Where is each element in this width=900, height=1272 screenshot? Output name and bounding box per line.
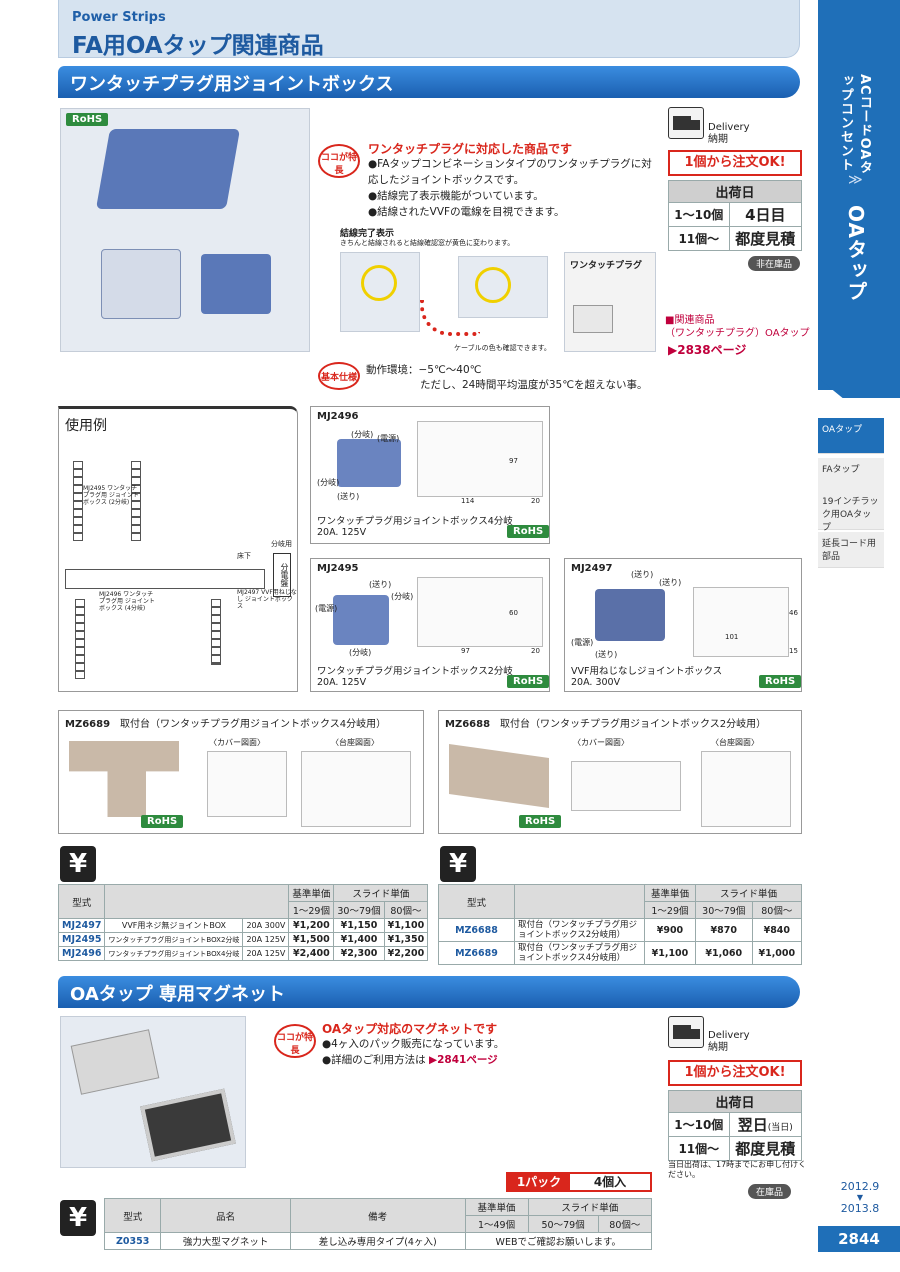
sidebar-section-label: OAタップ <box>844 205 868 302</box>
spec-line-2: ただし、24時間平均温度が35℃を超えない事。 <box>420 379 648 391</box>
product-image <box>595 589 665 641</box>
product-image <box>333 595 389 645</box>
callout-title: 結線完了表示 <box>340 229 395 239</box>
related-page-link[interactable]: ▶2838ページ <box>668 343 747 357</box>
feature-headline: ワンタッチプラグに対応した商品です <box>368 142 573 156</box>
catalog-dates: 2012.9▼2013.8 <box>840 1180 880 1215</box>
detail-photo-1 <box>340 252 420 332</box>
sidebar <box>818 0 900 390</box>
base-drawing <box>701 751 791 827</box>
feature-badge: ココが特長 <box>318 144 360 178</box>
shipping-table-magnet: 出荷日 1〜10個翌日(当日) 11個〜都度見積 <box>668 1090 803 1161</box>
order-ok-badge: 1個から注文OK! <box>668 150 802 176</box>
callout-text: きちんと結線されると結線確認窓が黄色に変わります。 <box>340 239 515 247</box>
truck-icon <box>668 107 704 139</box>
feature-list: ●FAタップコンビネーションタイプのワンタッチプラグに対応したジョイントボックス… <box>368 158 652 218</box>
cover-drawing <box>207 751 287 817</box>
product-card-mj2497: MJ2497 (送り) (送り) (電源) (送り) 101 46 15 VVF… <box>564 558 802 692</box>
product-image <box>69 741 179 817</box>
magnet-feature-list: ●4ヶ入のパック販売になっています。 ●詳細のご利用方法は ▶2841ページ <box>322 1038 505 1066</box>
truck-icon <box>668 1016 704 1048</box>
tab-extension-parts[interactable]: 延長コード用部品 <box>818 532 884 568</box>
dimension-drawing <box>693 587 789 657</box>
cover-drawing <box>571 761 681 811</box>
detail-page-link[interactable]: ▶2841ページ <box>429 1054 498 1066</box>
page-header <box>58 0 800 58</box>
ship-note: 当日出荷は、17時までにお申し付けください。 <box>668 1160 807 1179</box>
pack-badge: 1パック 4個入 <box>506 1172 652 1192</box>
stock-status-badge: 非在庫品 <box>748 256 801 271</box>
plug-photo <box>564 252 656 352</box>
header-subtitle: Power Strips <box>72 10 166 25</box>
dimension-drawing <box>417 421 543 497</box>
product-card-mj2495: MJ2495 (送り) (分岐) (電源) (分岐) 97 60 20 ワンタッ… <box>310 558 550 692</box>
spec-badge: 基本仕様 <box>318 362 360 390</box>
order-ok-badge: 1個から注文OK! <box>668 1060 802 1086</box>
magnet-photo <box>60 1016 246 1168</box>
section-title: ワンタッチプラグ用ジョイントボックス <box>58 66 800 98</box>
cable-note: ケーブルの色も確認できます。 <box>454 344 551 352</box>
page-number: 2844 <box>818 1226 900 1252</box>
stock-status-badge: 在庫品 <box>748 1184 792 1199</box>
section-title-magnet: OAタップ 専用マグネット <box>58 976 800 1008</box>
dimension-drawing <box>417 577 543 647</box>
rohs-badge: RoHS <box>66 113 109 126</box>
header-title: FA用OAタップ関連商品 <box>72 33 324 59</box>
yen-icon: ¥ <box>60 1200 96 1236</box>
product-image <box>337 439 401 487</box>
base-drawing <box>301 751 411 827</box>
usage-title: 使用例 <box>65 418 107 434</box>
tab-fa-tap[interactable]: FAタップ <box>818 458 884 494</box>
tab-19inch-rack[interactable]: 19インチラック用OAタップ <box>818 490 884 533</box>
magnet-feature-headline: OAタップ対応のマグネットです <box>322 1022 498 1036</box>
product-card-mj2496: MJ2496 (分岐) (電源) (分岐) (送り) 114 97 20 ワンタ… <box>310 406 550 544</box>
related-products: ■関連商品（ワンタッチプラグ）OAタップ <box>665 315 810 339</box>
yen-icon: ¥ <box>60 846 96 882</box>
sidebar-category: ACコードOAタップコンセント <box>838 74 872 175</box>
mount-card-mz6688: MZ6688 取付台（ワンタッチプラグ用ジョイントボックス2分岐用） RoHS … <box>438 710 802 834</box>
chevron-down-icon: ≫ <box>848 172 863 188</box>
feature-badge-magnet: ココが特長 <box>274 1024 316 1058</box>
product-image <box>449 743 549 809</box>
usage-example: 使用例 MJ2495 ワンタッチプラグ用 ジョイントボックス (2分岐) MJ2… <box>58 406 298 692</box>
yen-icon: ¥ <box>440 846 476 882</box>
mount-card-mz6689: MZ6689 取付台（ワンタッチプラグ用ジョイントボックス4分岐用） RoHS … <box>58 710 424 834</box>
spec-line-1: 動作環境：−5℃〜40℃ <box>366 364 482 376</box>
plug-label: ワンタッチプラグ <box>570 261 643 271</box>
product-photo <box>60 108 310 352</box>
tab-oa-tap[interactable]: OAタップ <box>818 418 884 454</box>
